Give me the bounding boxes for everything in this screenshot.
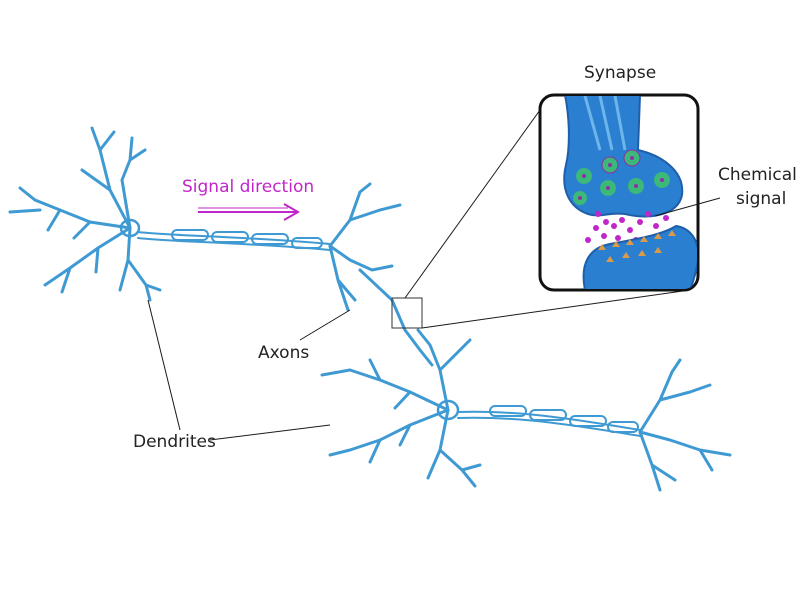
cell-body-lower bbox=[436, 399, 460, 421]
dendrites-upper bbox=[8, 126, 162, 302]
chemical-signal-leader-line bbox=[654, 197, 721, 217]
synapse-zoom-marker bbox=[391, 109, 691, 329]
axons-leader-line bbox=[299, 309, 351, 341]
postsynaptic-terminal bbox=[582, 224, 697, 289]
axon-upper bbox=[137, 229, 331, 251]
axons-label: Axons bbox=[258, 343, 309, 363]
dendrites-leader-line-upper bbox=[147, 299, 181, 431]
neuron-lower bbox=[320, 328, 732, 492]
signal-direction-arrow bbox=[198, 203, 301, 221]
dendrites-lower bbox=[320, 328, 482, 488]
neuron-upper bbox=[8, 126, 434, 367]
axon-lower bbox=[457, 405, 641, 437]
signal-direction-label: Signal direction bbox=[182, 177, 314, 197]
axon-terminals-lower bbox=[638, 358, 732, 492]
synapse-label: Synapse bbox=[584, 63, 656, 83]
dendrites-label: Dendrites bbox=[133, 432, 216, 452]
axon-terminals-upper bbox=[328, 182, 434, 367]
dendrites-leader-line-lower bbox=[209, 424, 331, 441]
chemical-signal-label-line2: signal bbox=[736, 189, 786, 209]
synapse-panel bbox=[538, 93, 700, 292]
neurotransmitters bbox=[585, 211, 669, 243]
vesicles bbox=[573, 149, 670, 205]
receptors bbox=[598, 230, 676, 262]
chemical-signal-label-line1: Chemical bbox=[718, 165, 797, 185]
